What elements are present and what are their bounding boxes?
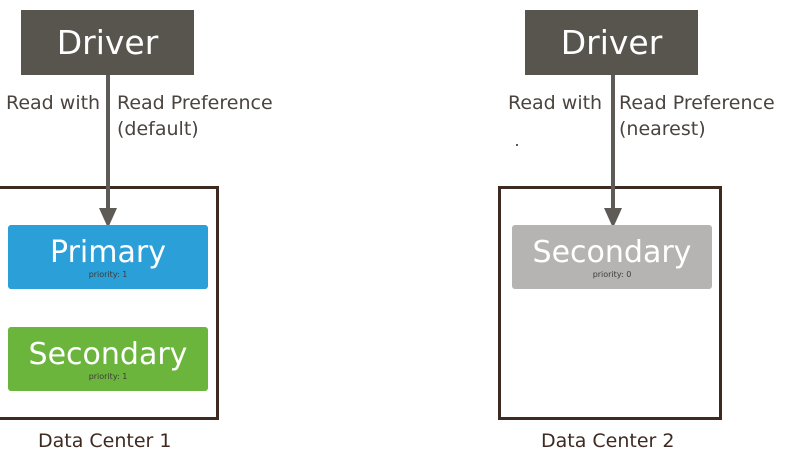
secondary-node-dc1: Secondary priority: 1 xyxy=(8,327,208,391)
primary-node: Primary priority: 1 xyxy=(8,225,208,289)
secondary-node-dc2-name: Secondary xyxy=(532,235,692,270)
read-preference-label-right: Read Preference xyxy=(619,92,775,114)
secondary-node-dc1-name: Secondary xyxy=(28,337,188,372)
read-arrow-head-left xyxy=(99,208,117,228)
primary-node-name: Primary xyxy=(50,235,166,270)
datacenter-label-left: Data Center 1 xyxy=(38,430,172,452)
read-preference-label-left: Read Preference xyxy=(117,92,273,114)
driver-label-right: Driver xyxy=(560,23,663,62)
secondary-node-dc2-priority: priority: 0 xyxy=(592,270,632,279)
read-arrow-line-left xyxy=(106,75,110,212)
read-with-label-right: Read with xyxy=(508,92,603,114)
secondary-node-dc2: Secondary priority: 0 xyxy=(512,225,712,289)
read-arrow-line-right xyxy=(611,75,615,212)
driver-box-left: Driver xyxy=(21,10,194,75)
primary-node-priority: priority: 1 xyxy=(88,270,128,279)
driver-label-left: Driver xyxy=(56,23,159,62)
stray-dot xyxy=(516,144,518,146)
read-arrow-head-right xyxy=(604,208,622,228)
driver-box-right: Driver xyxy=(525,10,698,75)
preference-value-left: (default) xyxy=(117,118,199,140)
preference-value-right: (nearest) xyxy=(619,118,706,140)
datacenter-label-right: Data Center 2 xyxy=(541,430,675,452)
secondary-node-dc1-priority: priority: 1 xyxy=(88,372,128,381)
read-with-label-left: Read with xyxy=(6,92,101,114)
